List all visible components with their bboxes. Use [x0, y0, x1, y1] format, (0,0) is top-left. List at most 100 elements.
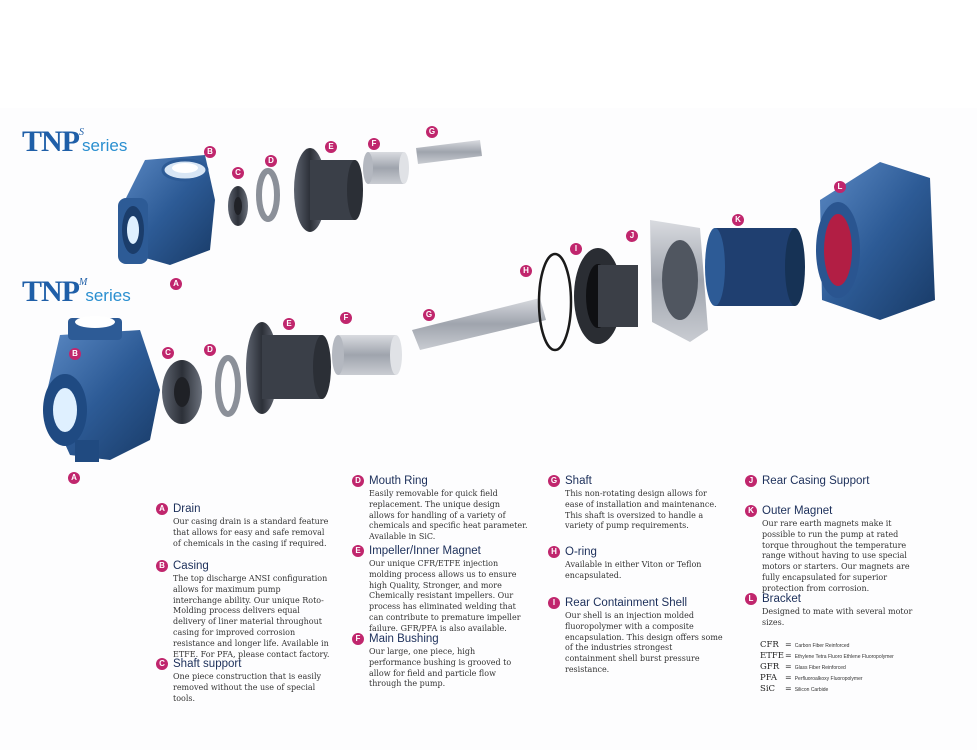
abbr-eq: = [785, 651, 792, 660]
legend-desc: Our casing drain is a standard feature t… [173, 517, 329, 548]
marker-g-bottom: G [423, 309, 435, 321]
bracket [816, 162, 935, 320]
top-bushing [363, 152, 409, 184]
rear-containment-shell [574, 248, 638, 344]
legend-title: Rear Casing Support [762, 475, 870, 487]
abbr-row: PFA =Perfluoroalkoxy Fluoropolymer [760, 673, 960, 684]
bottom-shaft-support [162, 360, 202, 424]
abbr-code: PFA [760, 673, 778, 683]
series-title-tnps: TNPSseries [22, 125, 127, 159]
legend-casing: B Casing The top discharge ANSI configura… [156, 560, 332, 660]
legend-title: Casing [173, 560, 209, 572]
marker-e-bottom: E [283, 318, 295, 330]
legend-desc: The top discharge ANSI configuration all… [173, 574, 330, 659]
marker-i: I [570, 243, 582, 255]
badge: E [352, 545, 364, 557]
legend-title: Drain [173, 503, 201, 515]
legend-bracket: L Bracket Designed to mate with several m… [745, 593, 921, 629]
abbr-code: ETFE [760, 651, 784, 661]
marker-l: L [834, 181, 846, 193]
o-ring [537, 252, 573, 352]
abbr-def: Glass Fiber Reinforced [794, 665, 846, 671]
legend-desc: Our unique CFR/ETFE injection molding pr… [369, 559, 521, 633]
rear-casing-support [650, 220, 708, 342]
legend-desc: This non-rotating design allows for ease… [565, 489, 717, 531]
badge: A [156, 503, 168, 515]
bottom-casing [43, 316, 160, 462]
legend-title: Main Bushing [369, 633, 439, 645]
top-casing [118, 155, 215, 265]
abbr-def: Silicon Carbide [794, 687, 829, 693]
abbr-code: CFR [760, 640, 779, 650]
abbr-def: Carbon Fiber Reinforced [794, 643, 850, 649]
abbr-code: GFR [760, 662, 780, 672]
legend-title: Rear Containment Shell [565, 597, 688, 609]
bottom-mouth-ring [215, 355, 241, 417]
badge: D [352, 475, 364, 487]
legend-impeller: E Impeller/Inner Magnet Our unique CFR/ET… [352, 545, 528, 635]
marker-h: H [520, 265, 532, 277]
abbr-def: Perfluoroalkoxy Fluoropolymer [794, 676, 863, 682]
legend-shaft: G Shaft This non-rotating design allows f… [548, 475, 724, 532]
legend-title: O-ring [565, 546, 597, 558]
badge: I [548, 597, 560, 609]
marker-e-top: E [325, 141, 337, 153]
badge: K [745, 505, 757, 517]
marker-d-bottom: D [204, 344, 216, 356]
abbreviation-key: CFR=Carbon Fiber Reinforced ETFE=Ethylen… [760, 640, 960, 695]
marker-k: K [732, 214, 744, 226]
abbr-def: Ethylene Tetra Fluoro Ethlene Fluoropoly… [794, 654, 894, 660]
legend-title: Impeller/Inner Magnet [369, 545, 481, 557]
marker-j: J [626, 230, 638, 242]
abbr-eq: = [785, 673, 792, 682]
legend-shaft-support: C Shaft support One piece construction th… [156, 658, 332, 704]
abbr-row: CFR =Carbon Fiber Reinforced [760, 640, 960, 651]
legend-title: Outer Magnet [762, 505, 833, 517]
legend-drain: A Drain Our casing drain is a standard fe… [156, 503, 332, 549]
bottom-impeller [246, 322, 331, 414]
legend-title: Shaft [565, 475, 592, 487]
series-name: TNP [22, 275, 80, 308]
legend-desc: Our shell is an injection molded fluorop… [565, 611, 723, 674]
top-shaft-support [228, 186, 248, 226]
top-impeller [294, 148, 363, 232]
legend-desc: Available in either Viton or Teflon enca… [565, 560, 702, 580]
series-suffix: series [85, 286, 131, 305]
abbr-eq: = [785, 640, 792, 649]
badge: B [156, 560, 168, 572]
legend-title: Bracket [762, 593, 801, 605]
badge: F [352, 633, 364, 645]
series-name: TNP [22, 125, 80, 158]
badge: H [548, 546, 560, 558]
series-superscript: M [79, 277, 88, 288]
badge: L [745, 593, 757, 605]
abbr-row: SiC=Silicon Carbide [760, 684, 960, 695]
legend-title: Mouth Ring [369, 475, 428, 487]
badge: C [156, 658, 168, 670]
top-mouth-ring [256, 168, 280, 222]
marker-a-bottom: A [68, 472, 80, 484]
legend-title: Shaft support [173, 658, 242, 670]
legend-desc: One piece construction that is easily re… [173, 672, 322, 703]
abbr-row: ETFE=Ethylene Tetra Fluoro Ethlene Fluor… [760, 651, 960, 662]
abbr-row: GFR =Glass Fiber Reinforced [760, 662, 960, 673]
series-title-tnpm: TNPMseries [22, 275, 131, 309]
marker-f-bottom: F [340, 312, 352, 324]
abbr-eq: = [785, 662, 792, 671]
pump-exploded-illustration [43, 140, 935, 462]
outer-magnet [705, 228, 805, 306]
series-suffix: series [82, 136, 128, 155]
bottom-bushing [332, 335, 402, 375]
bottom-shaft [412, 298, 546, 350]
legend-desc: Designed to mate with several motor size… [762, 607, 913, 627]
legend-mouth-ring: D Mouth Ring Easily removable for quick f… [352, 475, 528, 543]
legend-desc: Easily removable for quick field replace… [369, 489, 528, 542]
marker-b-bottom: B [69, 348, 81, 360]
badge: G [548, 475, 560, 487]
series-superscript: S [79, 127, 84, 138]
legend-o-ring: H O-ring Available in either Viton or Tef… [548, 546, 724, 582]
legend-rear-containment-shell: I Rear Containment Shell Our shell is an … [548, 597, 724, 676]
legend-desc: Our large, one piece, high performance b… [369, 647, 512, 689]
